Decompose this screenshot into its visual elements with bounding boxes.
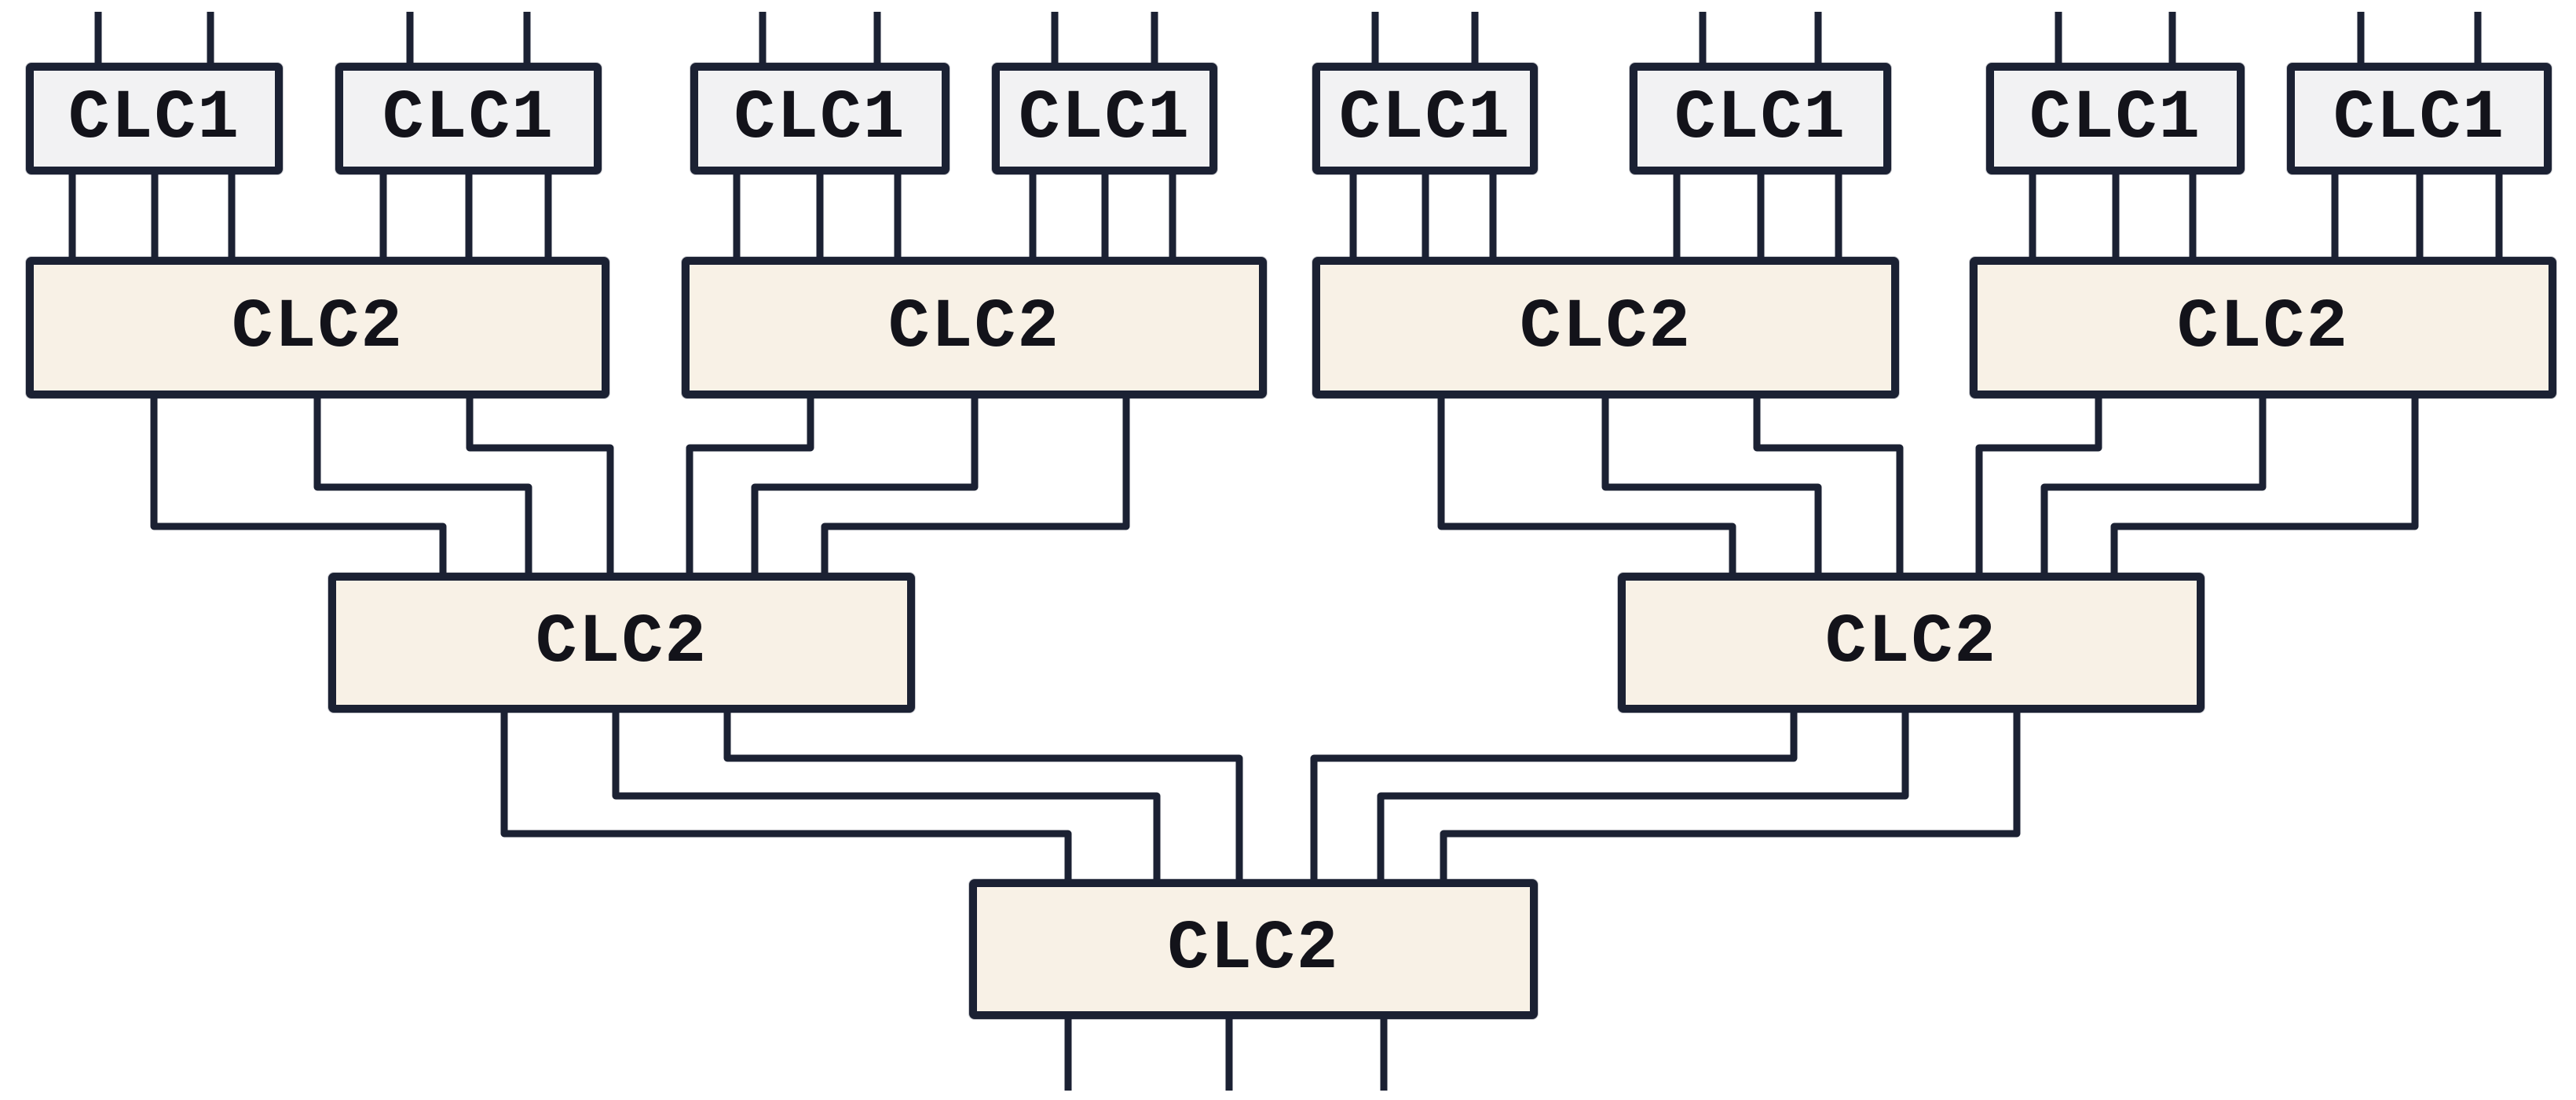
clc2-level1-box-2: CLC2 (682, 257, 1267, 398)
clc1-box-2: CLC1 (335, 63, 602, 174)
clc2-level2-box-1: CLC2 (328, 573, 915, 713)
clc1-box-4: CLC1 (992, 63, 1217, 174)
clc2-level1-box-3: CLC2 (1312, 257, 1899, 398)
clc1-box-1: CLC1 (26, 63, 283, 174)
clc1-box-5: CLC1 (1312, 63, 1538, 174)
clc1-input-stubs (94, 12, 2482, 67)
clc1-to-clc2-wires (68, 170, 2503, 261)
clc2-level1-to-level2-wires (150, 394, 2419, 577)
clc2-final-box: CLC2 (969, 879, 1538, 1019)
clc2-level1-box-1: CLC2 (26, 257, 609, 398)
final-output-stubs (1064, 1019, 1388, 1091)
clc1-box-6: CLC1 (1630, 63, 1891, 174)
clc2-level2-to-final-wires (500, 709, 2021, 883)
clc2-level2-box-2: CLC2 (1618, 573, 2205, 713)
clc1-box-3: CLC1 (690, 63, 950, 174)
clc1-box-8: CLC1 (2287, 63, 2552, 174)
clc2-level1-box-4: CLC2 (1970, 257, 2556, 398)
clc1-box-7: CLC1 (1986, 63, 2245, 174)
